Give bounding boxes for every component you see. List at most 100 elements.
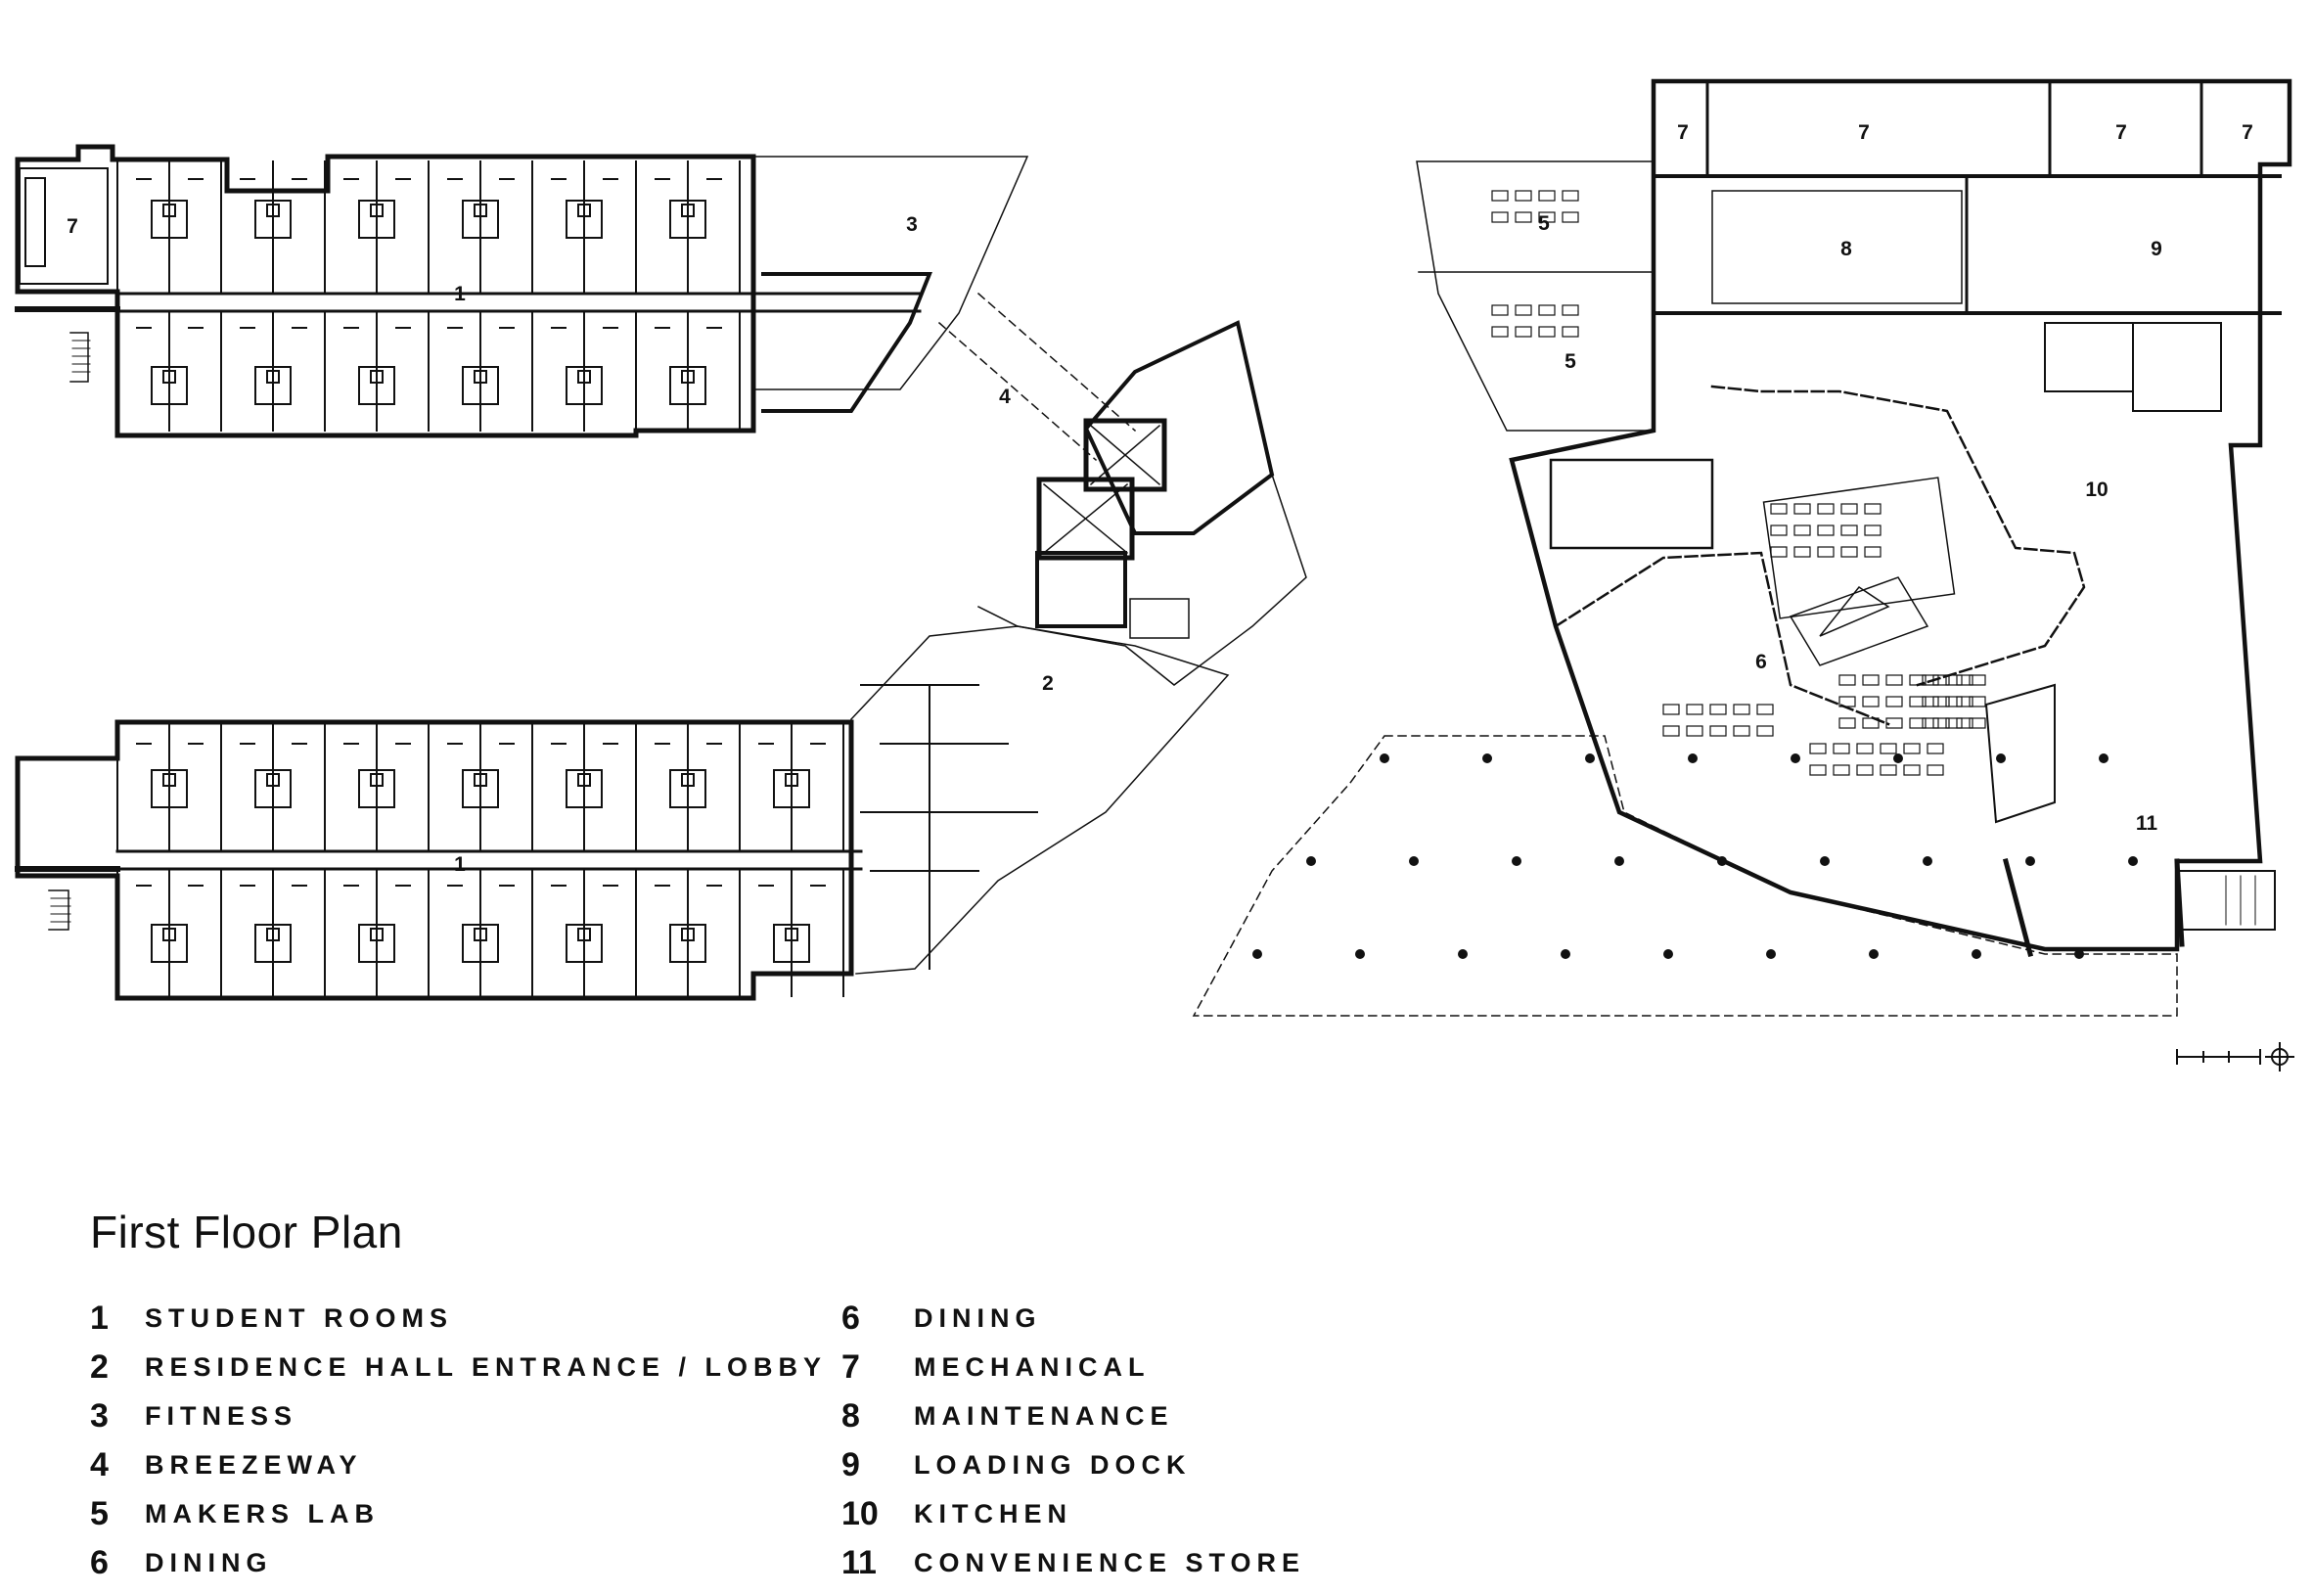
dining-table	[1945, 674, 1963, 686]
dining-table	[1880, 764, 1897, 776]
legend-number: 1	[90, 1300, 109, 1337]
bathroom-pod	[254, 200, 292, 239]
bathroom-pod	[462, 924, 499, 963]
dining-table	[1885, 674, 1903, 686]
dining-table	[1885, 717, 1903, 729]
dining-table	[1793, 524, 1811, 536]
legend-label: RESIDENCE HALL ENTRANCE / LOBBY	[145, 1352, 828, 1382]
plan-label-student-rooms: 1	[454, 283, 466, 305]
plan-label-mechanical: 7	[1677, 121, 1689, 144]
legend-item: 2 RESIDENCE HALL ENTRANCE / LOBBY	[90, 1348, 827, 1397]
north-arrow-icon	[2265, 1042, 2294, 1072]
legend-number: 4	[90, 1446, 109, 1483]
shower-fixture	[266, 204, 280, 217]
dining-table	[1686, 704, 1703, 715]
dining-table	[1817, 503, 1835, 515]
legend-label: DINING	[914, 1303, 1042, 1333]
breezeway-outline	[937, 292, 1137, 462]
dining-table	[1817, 524, 1835, 536]
shower-fixture	[162, 928, 176, 941]
dining-table	[1515, 211, 1532, 223]
dining-table	[1856, 743, 1874, 754]
bathroom-pod	[566, 366, 603, 405]
dining-table	[1538, 326, 1556, 338]
dining-table	[1491, 304, 1509, 316]
dining-table	[1956, 717, 1973, 729]
dining-table	[1538, 190, 1556, 202]
column-marker	[1512, 856, 1521, 866]
dining-table	[1662, 725, 1680, 737]
bathroom-pod	[566, 924, 603, 963]
dining-table	[1909, 717, 1927, 729]
legend-label: STUDENT ROOMS	[145, 1303, 454, 1333]
shower-fixture	[370, 928, 384, 941]
column-marker	[1893, 753, 1903, 763]
plan-label-lobby: 2	[1042, 672, 1054, 695]
lower-residence-wing	[15, 719, 863, 1001]
dining-table	[1932, 696, 1950, 707]
legend-label: FITNESS	[145, 1401, 298, 1431]
plan-label-dining: 6	[1755, 651, 1767, 673]
plan-title: First Floor Plan	[90, 1207, 403, 1257]
bathroom-pod	[254, 366, 292, 405]
dining-table	[1756, 704, 1774, 715]
column-marker	[1252, 949, 1262, 959]
column-marker	[1869, 949, 1879, 959]
shower-fixture	[785, 928, 798, 941]
shower-fixture	[370, 204, 384, 217]
shower-fixture	[474, 928, 487, 941]
legend-number: 11	[841, 1544, 877, 1581]
dining-table	[1562, 190, 1579, 202]
dining-table	[1922, 674, 1939, 686]
dining-table	[1515, 326, 1532, 338]
dining-table	[1927, 764, 1944, 776]
dining-table	[1770, 503, 1788, 515]
dining-table	[1515, 304, 1532, 316]
bathroom-pod	[669, 769, 706, 808]
legend-number: 2	[90, 1348, 109, 1386]
dining-table	[1969, 696, 1986, 707]
bathroom-pod	[669, 924, 706, 963]
dining-table	[1817, 546, 1835, 558]
dining-table	[1756, 725, 1774, 737]
dining-table	[1864, 524, 1882, 536]
legend-number: 9	[841, 1446, 860, 1483]
shower-fixture	[266, 928, 280, 941]
dining-table	[1932, 674, 1950, 686]
lobby-core	[976, 320, 1307, 686]
column-marker	[1380, 753, 1389, 763]
dining-table	[1945, 696, 1963, 707]
shower-fixture	[577, 370, 591, 384]
dining-table	[1840, 503, 1858, 515]
legend-label: DINING	[145, 1548, 273, 1577]
dining-table	[1809, 764, 1827, 776]
plan-label-mechanical: 7	[2242, 121, 2253, 144]
dining-table	[1833, 764, 1850, 776]
bathroom-pod	[358, 924, 395, 963]
bathroom-pod	[462, 366, 499, 405]
shower-fixture	[266, 370, 280, 384]
plan-label-mechanical: 7	[2115, 121, 2127, 144]
dining-table	[1515, 190, 1532, 202]
bathroom-pod	[566, 200, 603, 239]
plan-label-breezeway: 4	[999, 386, 1011, 408]
dining-table	[1956, 696, 1973, 707]
column-marker	[2099, 753, 2109, 763]
dining-table	[1538, 211, 1556, 223]
dining-table	[1809, 743, 1827, 754]
dining-table	[1927, 743, 1944, 754]
dining-table	[1709, 704, 1727, 715]
dining-table	[1862, 717, 1880, 729]
shower-fixture	[370, 370, 384, 384]
dining-table	[1885, 696, 1903, 707]
column-marker	[1614, 856, 1624, 866]
floor-plan-drawing: 1 1 2 3 4 7 5 5 6 7 7 7 7 8 9 10 11	[15, 78, 2294, 1072]
scale-bar	[2176, 1049, 2261, 1065]
